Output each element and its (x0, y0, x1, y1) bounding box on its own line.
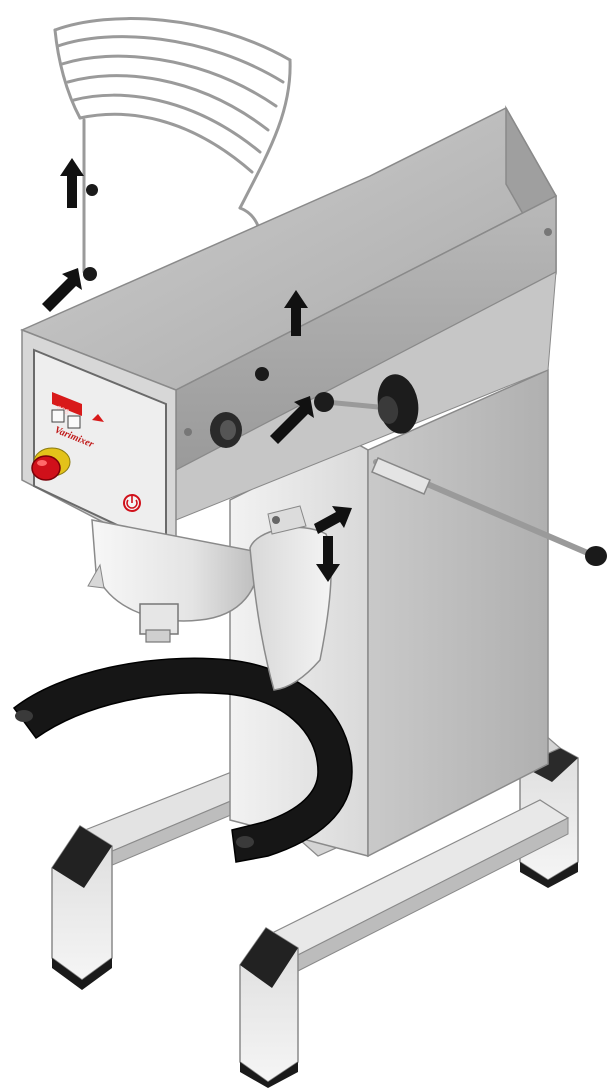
head-side-cap (210, 412, 242, 448)
speed-button-2[interactable] (68, 416, 80, 428)
emergency-stop-button[interactable] (32, 456, 60, 480)
speed-button-1[interactable] (52, 410, 64, 422)
guard-lift-arrow-icon (60, 158, 84, 208)
